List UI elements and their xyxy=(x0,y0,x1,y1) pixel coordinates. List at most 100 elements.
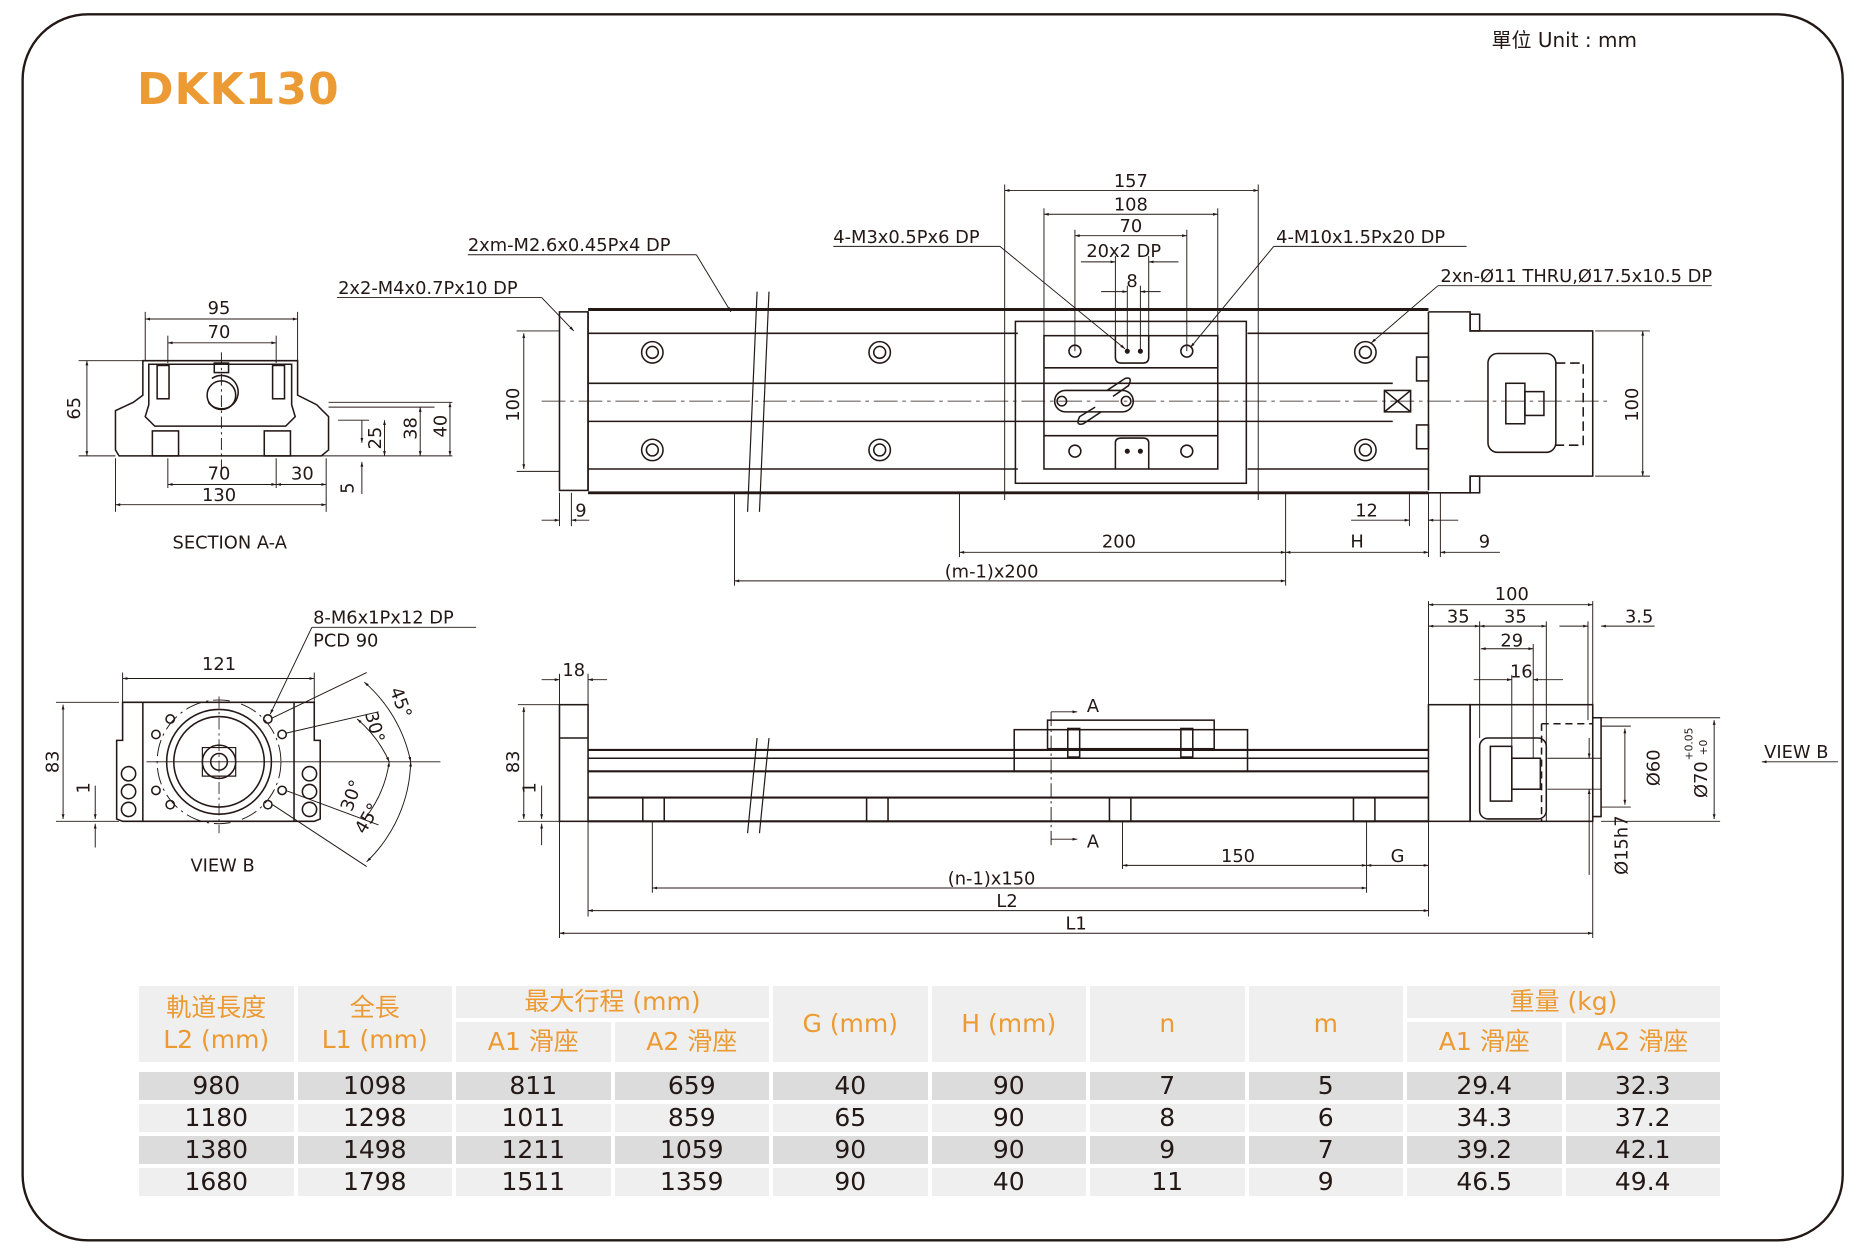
table-cell: 40 xyxy=(931,1168,1086,1196)
table-cell: 9 xyxy=(1248,1168,1403,1196)
table-cell: 1359 xyxy=(614,1168,769,1196)
dim-vb-1: 1 xyxy=(73,782,94,793)
side-view-drawing xyxy=(558,703,1602,834)
view-b-drawing xyxy=(115,696,441,834)
table-cell: 1380 xyxy=(139,1136,294,1164)
dim-sa-70-top: 70 xyxy=(208,322,231,343)
dim-tv-9-left: 9 xyxy=(575,501,586,522)
callout-m3: 4-M3x0.5Px6 DP xyxy=(833,227,980,248)
table-cell: 46.5 xyxy=(1407,1168,1562,1196)
col-header-weight-a1: A1 滑座 xyxy=(1407,1022,1562,1062)
dim-sv-L1: L1 xyxy=(1065,914,1086,935)
view-b-arrow-label: VIEW B xyxy=(1764,742,1828,763)
table-cell: 1680 xyxy=(139,1168,294,1196)
sheet-border xyxy=(21,13,1844,1242)
table-cell: 7 xyxy=(1090,1072,1245,1100)
callout-m26: 2xm-M2.6x0.45Px4 DP xyxy=(468,235,671,256)
model-title: DKK130 xyxy=(137,64,340,115)
table-cell: 42.1 xyxy=(1565,1136,1720,1164)
section-mark-a-bottom: A xyxy=(1087,832,1100,853)
angle-30-top: 30° xyxy=(360,709,388,745)
table-cell: 37.2 xyxy=(1565,1104,1720,1132)
callout-m4: 2x2-M4x0.7Px10 DP xyxy=(338,278,518,299)
table-cell: 659 xyxy=(614,1072,769,1100)
col-header-weight: 重量 (kg) xyxy=(1407,986,1720,1018)
table-cell: 1798 xyxy=(297,1168,452,1196)
col-header-weight-a2: A2 滑座 xyxy=(1565,1022,1720,1062)
table-cell: 29.4 xyxy=(1407,1072,1562,1100)
section-a-a-dims xyxy=(78,311,453,512)
unit-label: 單位 Unit : mm xyxy=(1491,28,1638,52)
table-cell: 39.2 xyxy=(1407,1136,1562,1164)
dim-sv-150: 150 xyxy=(1221,846,1255,867)
dim-sv-16: 16 xyxy=(1510,661,1533,682)
dim-tv-8: 8 xyxy=(1126,271,1137,292)
dim-sv-G: G xyxy=(1391,846,1405,867)
table-cell: 90 xyxy=(773,1168,928,1196)
table-cell: 980 xyxy=(139,1072,294,1100)
table-cell: 6 xyxy=(1248,1104,1403,1132)
dim-vb-121: 121 xyxy=(202,654,236,675)
dim-sa-38: 38 xyxy=(401,417,422,440)
angle-45-top: 45° xyxy=(385,684,416,721)
table-cell: 90 xyxy=(773,1136,928,1164)
dim-tv-12: 12 xyxy=(1355,501,1378,522)
dim-sv-phi15: Ø15h7 xyxy=(1611,815,1632,874)
dim-sa-30: 30 xyxy=(291,464,314,485)
dim-sv-29: 29 xyxy=(1500,630,1523,651)
dim-tv-100-left: 100 xyxy=(503,388,524,422)
table-cell: 1211 xyxy=(456,1136,611,1164)
col-header-m: m xyxy=(1248,986,1403,1062)
table-cell: 90 xyxy=(931,1104,1086,1132)
dim-sa-5: 5 xyxy=(338,482,359,493)
dim-sv-phi70-tol-up: +0.05 xyxy=(1683,728,1696,761)
table-cell: 1059 xyxy=(614,1136,769,1164)
col-header-h: H (mm) xyxy=(931,986,1086,1062)
col-header-stroke-a2: A2 滑座 xyxy=(614,1022,769,1062)
table-cell: 90 xyxy=(931,1072,1086,1100)
table-cell: 1511 xyxy=(456,1168,611,1196)
table-cell: 5 xyxy=(1248,1072,1403,1100)
dim-sv-phi70-tol-dn: +0 xyxy=(1697,739,1710,755)
table-cell: 811 xyxy=(456,1072,611,1100)
callout-thru: 2xn-Ø11 THRU,Ø17.5x10.5 DP xyxy=(1440,266,1712,287)
dim-tv-108: 108 xyxy=(1114,195,1148,216)
dim-sa-130: 130 xyxy=(202,485,236,506)
dim-tv-20x2: 20x2 DP xyxy=(1086,241,1161,262)
dim-sv-L2: L2 xyxy=(996,891,1017,912)
dim-sa-95: 95 xyxy=(208,298,231,319)
col-header-stroke: 最大行程 (mm) xyxy=(456,986,769,1018)
table-cell: 1298 xyxy=(297,1104,452,1132)
dim-sv-18: 18 xyxy=(562,660,585,681)
view-b-callout-1: 8-M6x1Px12 DP xyxy=(313,608,454,629)
table-cell: 8 xyxy=(1090,1104,1245,1132)
dim-vb-83: 83 xyxy=(42,750,63,773)
table-cell: 32.3 xyxy=(1565,1072,1720,1100)
view-b-caption: VIEW B xyxy=(190,855,254,876)
dim-sv-83: 83 xyxy=(503,750,524,773)
table-cell: 1180 xyxy=(139,1104,294,1132)
section-mark-a-top: A xyxy=(1087,696,1100,717)
dim-sa-70-base: 70 xyxy=(208,464,231,485)
table-cell: 859 xyxy=(614,1104,769,1132)
view-b-callout-2: PCD 90 xyxy=(313,630,378,651)
table-cell: 65 xyxy=(773,1104,928,1132)
table-cell: 1098 xyxy=(297,1072,452,1100)
dim-sv-100: 100 xyxy=(1495,584,1529,605)
table-cell: 34.3 xyxy=(1407,1104,1562,1132)
section-a-a-caption: SECTION A-A xyxy=(173,533,288,554)
table-cell: 1498 xyxy=(297,1136,452,1164)
col-header-g: G (mm) xyxy=(773,986,928,1062)
dim-tv-H: H xyxy=(1350,532,1363,553)
dim-sa-65: 65 xyxy=(64,397,85,420)
dim-tv-70: 70 xyxy=(1120,216,1143,237)
table-cell: 7 xyxy=(1248,1136,1403,1164)
